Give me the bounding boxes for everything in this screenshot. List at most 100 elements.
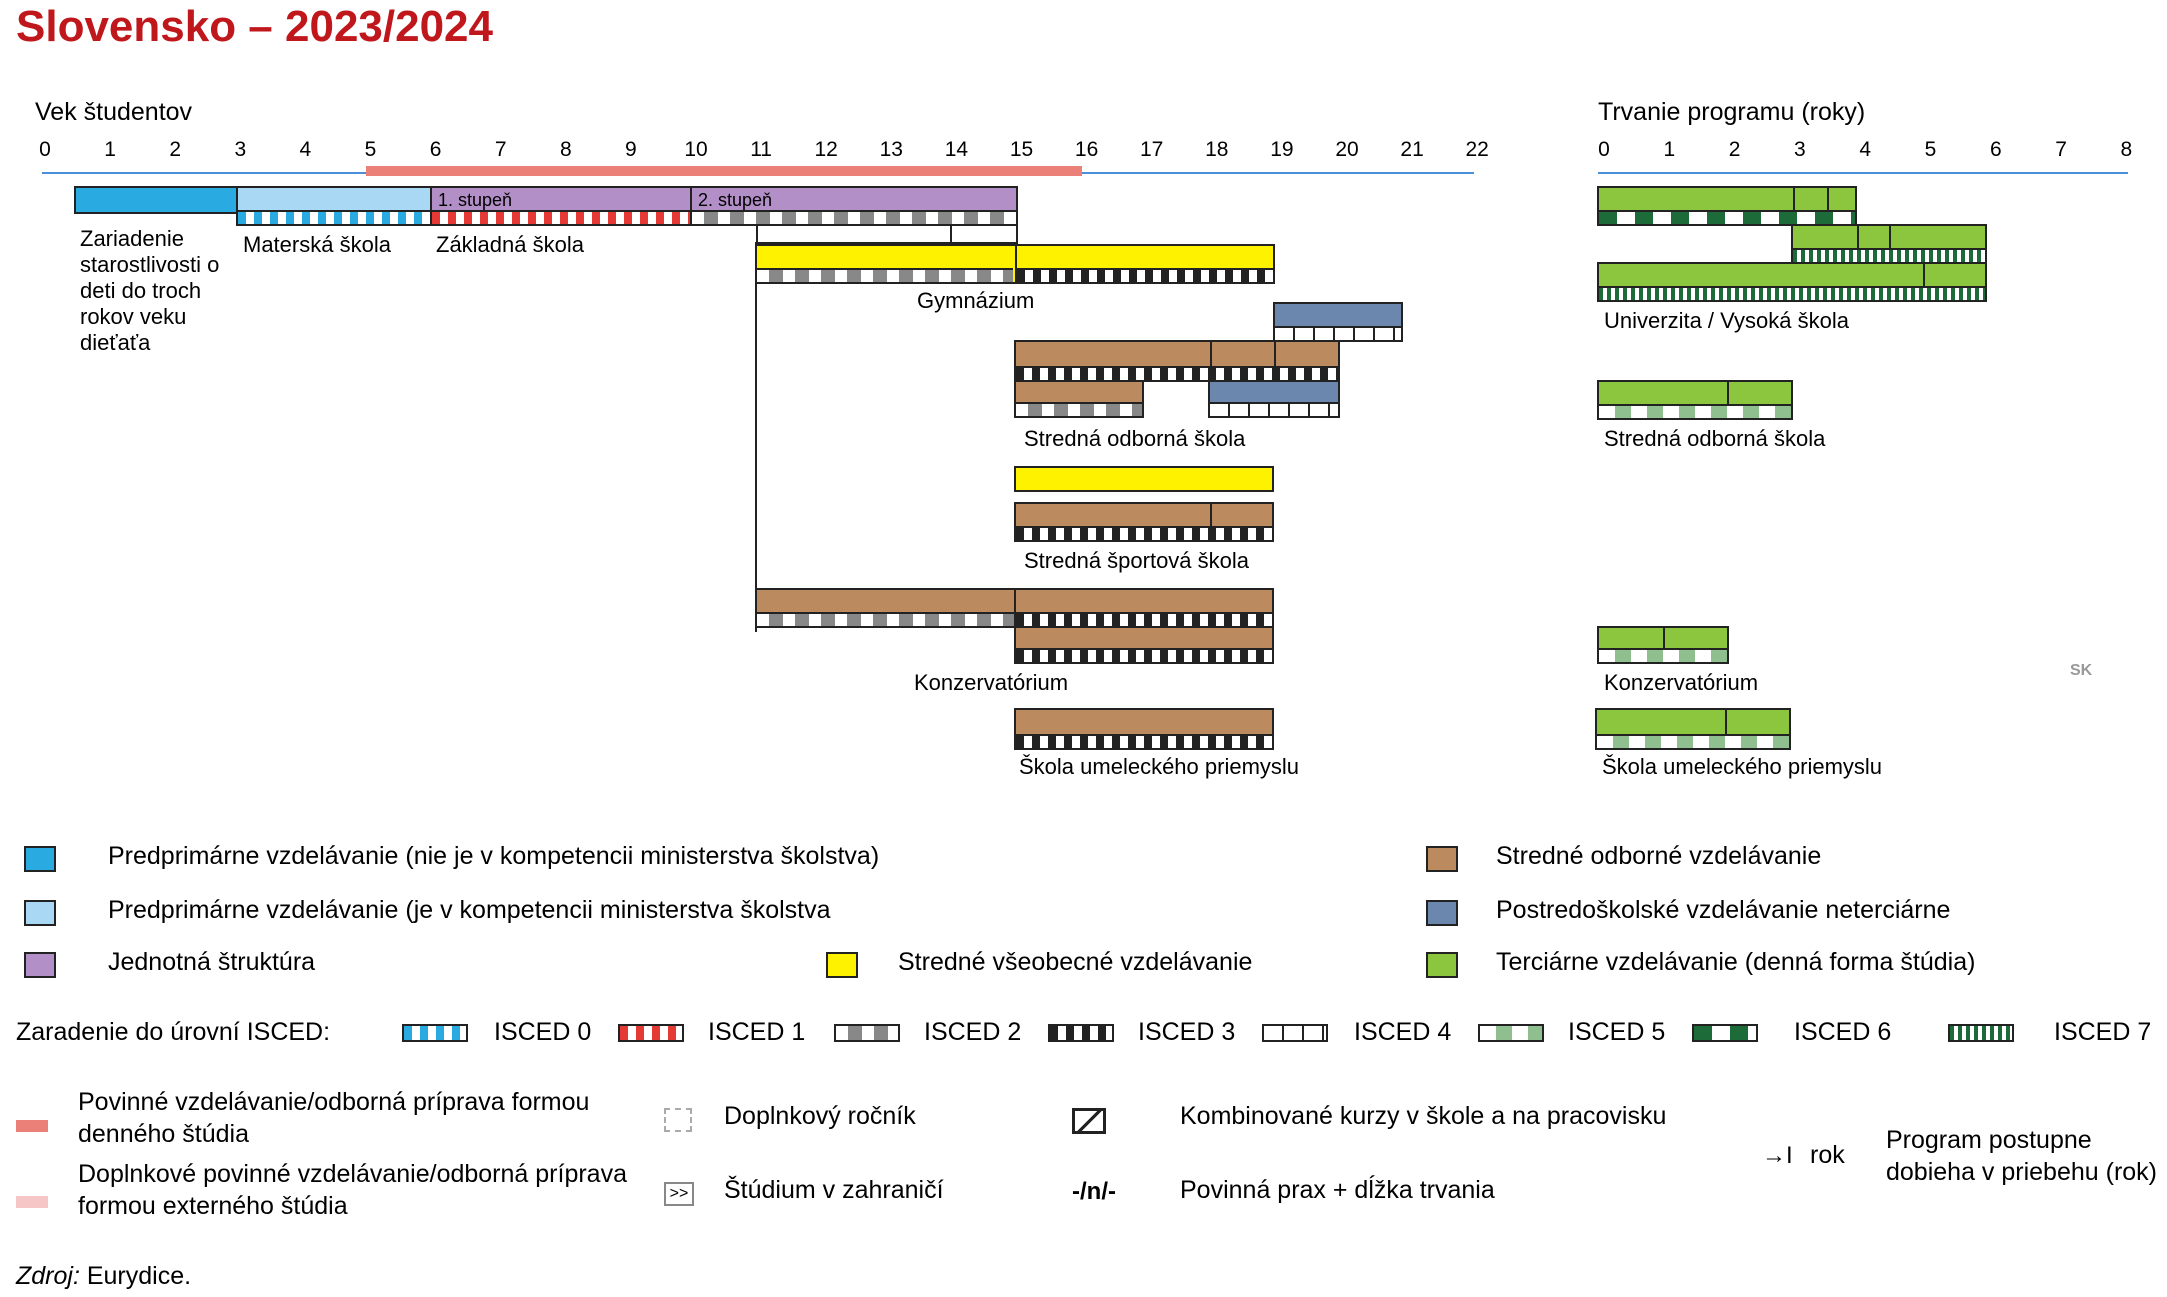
age-tick: 3 — [234, 138, 247, 161]
nursery-bar — [74, 186, 238, 214]
combined-courses-label: Kombinované kurzy v škole a na pracovisk… — [1180, 1102, 1667, 1130]
isced6-swatch — [1692, 1024, 1758, 1042]
cons-isced3-stripe-2 — [1016, 648, 1272, 662]
legend-swatch-preprimary-nonministry — [24, 846, 56, 872]
stage2-label: 2. stupeň — [698, 190, 773, 210]
legend-swatch-general-secondary — [826, 952, 858, 978]
age-tick: 16 — [1074, 138, 1099, 161]
conservatory-lower-bar — [755, 588, 1017, 628]
duration-tick: 4 — [1859, 138, 1872, 161]
university-label: Univerzita / Vysoká škola — [1604, 308, 1849, 333]
duration-axis-line — [1598, 172, 2128, 174]
extra-year-swatch — [664, 1108, 692, 1132]
isced5-label: ISCED 5 — [1568, 1018, 1666, 1046]
kindergarten-bar — [236, 186, 432, 226]
source-value: Eurydice. — [79, 1262, 192, 1290]
isced6-label: ISCED 6 — [1794, 1018, 1892, 1046]
isced3-label: ISCED 3 — [1138, 1018, 1236, 1046]
gymnasium-label: Gymnázium — [917, 288, 1035, 313]
legend-swatch-single-structure — [24, 952, 56, 978]
age-tick: 13 — [879, 138, 903, 161]
age-axis-label: Vek študentov — [35, 98, 193, 126]
isced3-swatch — [1048, 1024, 1114, 1042]
age-tick: 2 — [169, 138, 182, 161]
age-tick: 22 — [1465, 138, 1489, 161]
progressive-arrow-icon: →I — [1762, 1142, 1793, 1169]
nursery-label: Zariadenie starostlivosti o deti do troc… — [80, 226, 220, 355]
legend-swatch-tertiary — [1426, 952, 1458, 978]
vocational-bar-1 — [1014, 340, 1340, 382]
tert-arts-isced5-stripe — [1597, 734, 1789, 748]
duration-tick: 8 — [2120, 138, 2133, 161]
university-bar-3 — [1597, 262, 1987, 302]
isced4-swatch — [1262, 1024, 1328, 1042]
age-tick: 11 — [750, 138, 772, 161]
tert-vocational-bar — [1597, 380, 1793, 420]
isced1-label: ISCED 1 — [708, 1018, 806, 1046]
age-tick: 7 — [494, 138, 507, 161]
conservatory-upper-bar-1 — [1014, 588, 1274, 628]
age-tick: 1 — [104, 138, 116, 161]
age-tick: 15 — [1009, 138, 1034, 161]
country-code: SK — [2070, 662, 2093, 679]
isced4-stripe — [1275, 326, 1401, 340]
isced-row-label: Zaradenie do úrovní ISCED: — [16, 1018, 331, 1046]
age-tick: 0 — [39, 138, 51, 161]
isced2-swatch — [834, 1024, 900, 1042]
isced0-label: ISCED 0 — [494, 1018, 592, 1046]
university-bar-2 — [1791, 224, 1987, 264]
vocational-bar-2 — [1014, 380, 1144, 418]
sports-label: Stredná športová škola — [1024, 548, 1250, 573]
post-secondary-bar-1 — [1273, 302, 1403, 342]
cons-isced3-stripe-1 — [1016, 612, 1272, 626]
tert-applied-arts-bar — [1595, 708, 1791, 750]
basic-school-stage2-bar: 2. stupeň — [690, 186, 1018, 226]
isced4-label: ISCED 4 — [1354, 1018, 1452, 1046]
gymnasium-bar — [755, 244, 1275, 284]
tert-conservatory-label: Konzervatórium — [1604, 670, 1759, 695]
age-tick: 18 — [1205, 138, 1229, 161]
isced0-stripe — [238, 210, 430, 224]
legend-vocational: Stredné odborné vzdelávanie — [1496, 842, 1822, 870]
sports-gen-bar — [1014, 466, 1274, 492]
voc-isced3-stripe — [1016, 366, 1338, 380]
duration-tick: 7 — [2055, 138, 2067, 161]
isced7-stripe-2 — [1599, 286, 1985, 300]
sports-voc-bar — [1014, 502, 1274, 542]
isced5-stripe — [1599, 404, 1791, 418]
isced1-swatch — [618, 1024, 684, 1042]
legend-post-secondary: Postredoškolské vzdelávanie neterciárne — [1496, 896, 1951, 924]
study-abroad-label: Štúdium v zahraničí — [724, 1176, 944, 1204]
post-secondary-bar-2 — [1208, 380, 1340, 418]
isced2-label: ISCED 2 — [924, 1018, 1022, 1046]
source-label: Zdroj: — [16, 1262, 80, 1290]
legend-tertiary: Terciárne vzdelávanie (denná forma štúdi… — [1496, 948, 1976, 976]
duration-tick: 5 — [1924, 138, 1937, 161]
legend-general-secondary: Stredné všeobecné vzdelávanie — [898, 948, 1253, 976]
page-title: Slovensko – 2023/2024 — [16, 2, 493, 51]
conservatory-upper-bar-2 — [1014, 626, 1274, 664]
kindergarten-label: Materská škola — [243, 232, 391, 257]
arts-isced3-stripe — [1016, 734, 1272, 748]
age-tick: 6 — [429, 138, 442, 161]
isced7-label: ISCED 7 — [2054, 1018, 2152, 1046]
age-tick: 19 — [1270, 138, 1294, 161]
source-line: Zdroj: Eurydice. — [16, 1262, 191, 1291]
university-bar-1 — [1597, 186, 1857, 226]
age-tick: 9 — [625, 138, 637, 161]
compulsory-full-label: Povinné vzdelávanie/odborná príprava for… — [78, 1088, 590, 1148]
tert-conservatory-bar — [1597, 626, 1729, 664]
age-tick: 17 — [1140, 138, 1164, 161]
practice-label: Povinná prax + dĺžka trvania — [1180, 1176, 1495, 1204]
cons-isced2-stripe — [757, 612, 1015, 626]
compulsory-education-bar — [366, 166, 1082, 176]
duration-tick: 2 — [1728, 138, 1741, 161]
compulsory-part-swatch — [16, 1196, 48, 1208]
basic-school-stage1-bar: 1. stupeň — [430, 186, 692, 226]
gym-isced2-stripe — [757, 268, 1013, 282]
age-tick: 4 — [299, 138, 312, 161]
isced6-stripe — [1599, 210, 1855, 224]
tert-cons-isced5-stripe — [1599, 648, 1727, 662]
age-tick: 20 — [1335, 138, 1359, 161]
